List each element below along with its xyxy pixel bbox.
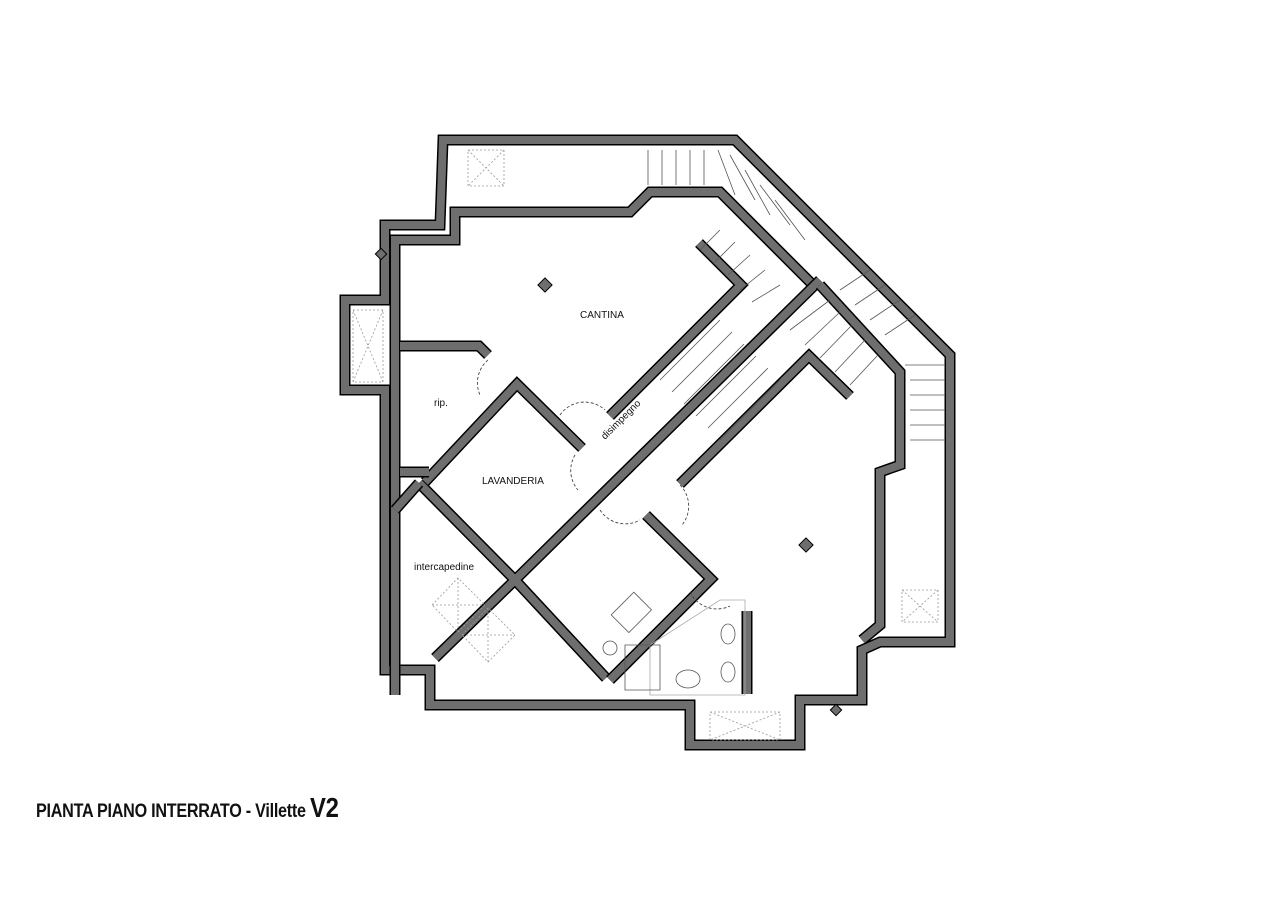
room-label-rip: rip. xyxy=(434,398,448,409)
room-label-lavanderia: LAVANDERIA xyxy=(482,476,544,487)
plan-title: PIANTA PIANO INTERRATO - Villette V2 xyxy=(36,792,339,824)
outer-walls xyxy=(339,134,956,751)
room-label-cantina: CANTINA xyxy=(580,310,624,321)
doors xyxy=(477,359,731,610)
title-text: PIANTA PIANO INTERRATO - Villette xyxy=(36,801,306,822)
interior-walls xyxy=(390,239,906,694)
columns xyxy=(374,247,843,717)
room-label-intercapedine: intercapedine xyxy=(414,562,474,573)
skylights xyxy=(352,149,939,741)
title-code: V2 xyxy=(309,792,339,823)
stairs xyxy=(647,149,945,441)
bathroom xyxy=(602,591,746,696)
